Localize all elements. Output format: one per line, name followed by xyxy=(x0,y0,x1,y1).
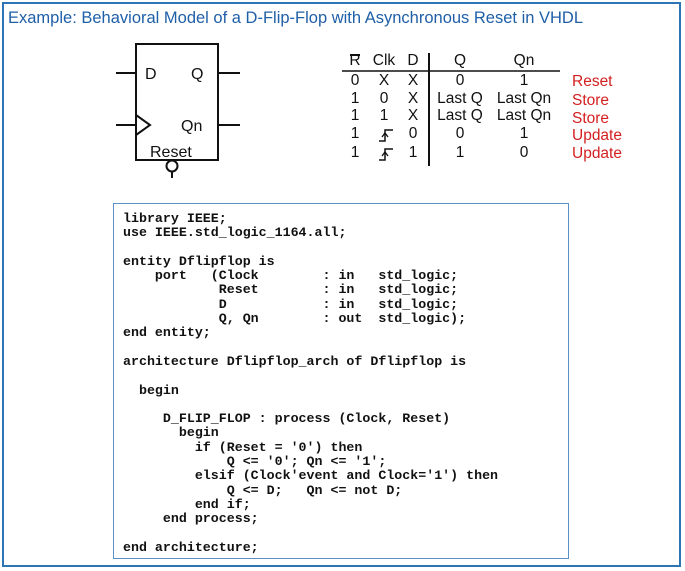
header-q: Q xyxy=(453,52,467,69)
code-line: Reset : in std_logic; xyxy=(123,282,459,298)
code-line: begin xyxy=(123,382,179,398)
reset-pin-label: Reset xyxy=(150,144,192,161)
row0-r: 0 xyxy=(350,72,360,89)
vhdl-code-box: library IEEE;use IEEE.std_logic_1164.all… xyxy=(113,203,569,559)
code-line xyxy=(123,527,498,541)
header-qn: Qn xyxy=(513,52,535,69)
row2-qn: Last Qn xyxy=(496,107,552,124)
code-line: Q <= '0'; Qn <= '1'; xyxy=(123,454,387,470)
row0-d: X xyxy=(407,72,419,89)
row1-r: 1 xyxy=(350,90,360,107)
row3-q: 0 xyxy=(455,125,465,142)
row1-d: X xyxy=(407,90,419,107)
row2-r: 1 xyxy=(350,107,360,124)
row1-qn: Last Qn xyxy=(496,90,552,107)
row4-qn: 0 xyxy=(519,144,529,161)
dff-symbol: D Q Qn Reset xyxy=(116,43,240,178)
truth-table-lines xyxy=(342,53,560,166)
row4-r: 1 xyxy=(350,144,360,161)
code-line: Q, Qn : out std_logic); xyxy=(123,311,467,327)
row0-label: Reset xyxy=(572,73,613,90)
row3-qn: 1 xyxy=(519,125,529,142)
header-r-text: R xyxy=(349,52,361,69)
code-line: end architecture; xyxy=(123,539,259,555)
header-r-overbar xyxy=(350,54,360,56)
row3-label: Update xyxy=(572,127,622,144)
code-line: architecture Dflipflop_arch of Dflipflop… xyxy=(123,353,467,369)
vhdl-code: library IEEE;use IEEE.std_logic_1164.all… xyxy=(123,211,499,555)
code-line: if (Reset = '0') then xyxy=(123,439,363,455)
row2-label: Store xyxy=(572,110,610,127)
code-line: D_FLIP_FLOP : process (Clock, Reset) xyxy=(123,411,451,427)
row1-q: Last Q xyxy=(437,90,483,107)
header-r: R xyxy=(348,52,362,70)
code-line xyxy=(123,341,498,355)
row4-label: Update xyxy=(572,145,622,162)
dff-body xyxy=(135,43,219,161)
row0-qn: 1 xyxy=(519,72,529,89)
code-line xyxy=(123,369,498,383)
rising-edge-icon xyxy=(379,129,393,142)
code-line: end entity; xyxy=(123,325,211,341)
code-line: entity Dflipflop is xyxy=(123,253,275,269)
code-line: elsif (Clock'event and Clock='1') then xyxy=(123,468,499,484)
row1-clk: 0 xyxy=(379,90,389,107)
header-d: D xyxy=(407,52,419,69)
clock-triangle xyxy=(135,114,152,136)
row3-r: 1 xyxy=(350,125,360,142)
code-line: library IEEE; xyxy=(123,211,227,226)
q-pin-label: Q xyxy=(191,66,203,83)
row0-clk: X xyxy=(378,72,390,89)
code-line xyxy=(123,241,498,255)
row2-q: Last Q xyxy=(437,107,483,124)
row4-q: 1 xyxy=(455,144,465,161)
row2-clk: 1 xyxy=(379,107,389,124)
qn-pin-label: Qn xyxy=(181,118,202,135)
row1-label: Store xyxy=(572,92,610,109)
code-line: use IEEE.std_logic_1164.all; xyxy=(123,225,347,241)
header-clk: Clk xyxy=(372,52,396,69)
row2-d: X xyxy=(407,107,419,124)
code-line: end if; xyxy=(123,496,251,512)
row4-d: 1 xyxy=(408,144,418,161)
row0-q: 0 xyxy=(455,72,465,89)
d-pin-label: D xyxy=(145,66,157,83)
code-line: D : in std_logic; xyxy=(123,296,459,312)
code-line: port (Clock : in std_logic; xyxy=(123,268,459,284)
rising-edge-icon xyxy=(379,148,393,161)
reset-inversion-bubble xyxy=(165,159,179,173)
figure-title: Example: Behavioral Model of a D-Flip-Fl… xyxy=(8,9,584,27)
code-line: begin xyxy=(123,425,219,441)
code-line xyxy=(123,398,498,412)
row3-d: 0 xyxy=(408,125,418,142)
code-line: end process; xyxy=(123,511,259,527)
code-line: Q <= D; Qn <= not D; xyxy=(123,482,403,498)
